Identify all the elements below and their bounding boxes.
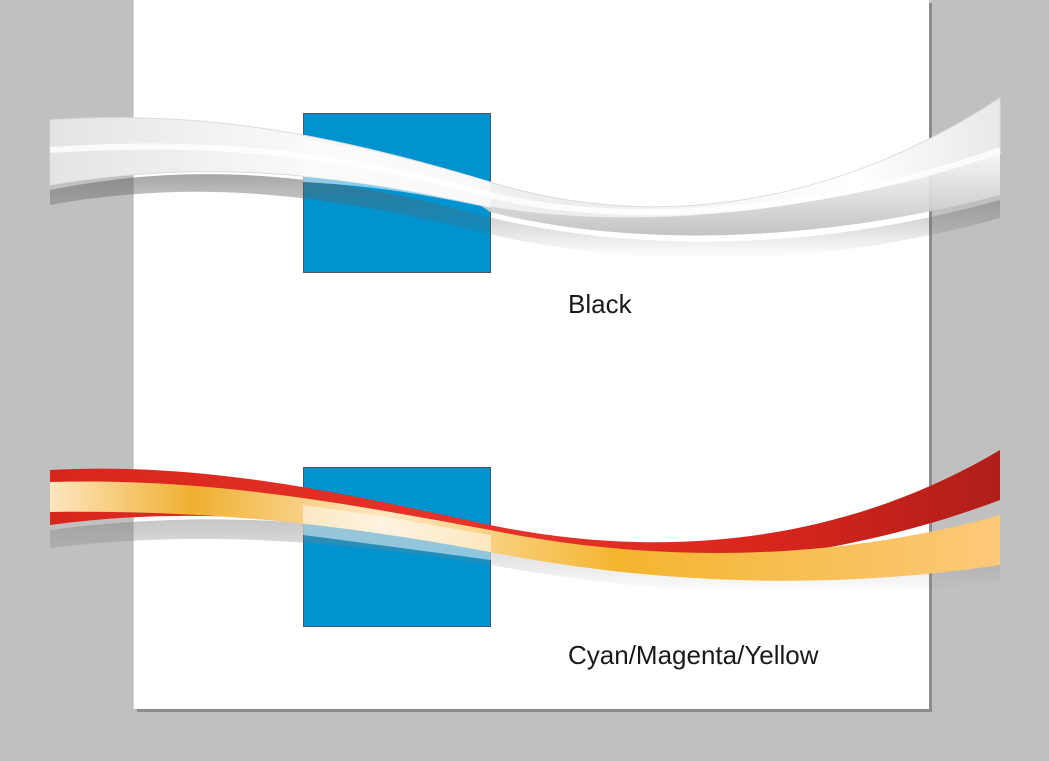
yellow-ribbon-band [50,481,1000,581]
white-wave-ribbon[interactable] [0,80,1049,280]
white-ribbon-overlap [303,140,491,208]
red-ribbon-band [50,450,1000,564]
label-black: Black [568,289,632,319]
label-cyan-magenta-yellow: Cyan/Magenta/Yellow [568,640,819,670]
white-ribbon-shadow [50,174,1000,259]
white-ribbon-fold [480,150,1000,236]
red-yellow-wave-ribbon[interactable] [0,430,1049,630]
color-ribbon-overlap [303,505,491,560]
